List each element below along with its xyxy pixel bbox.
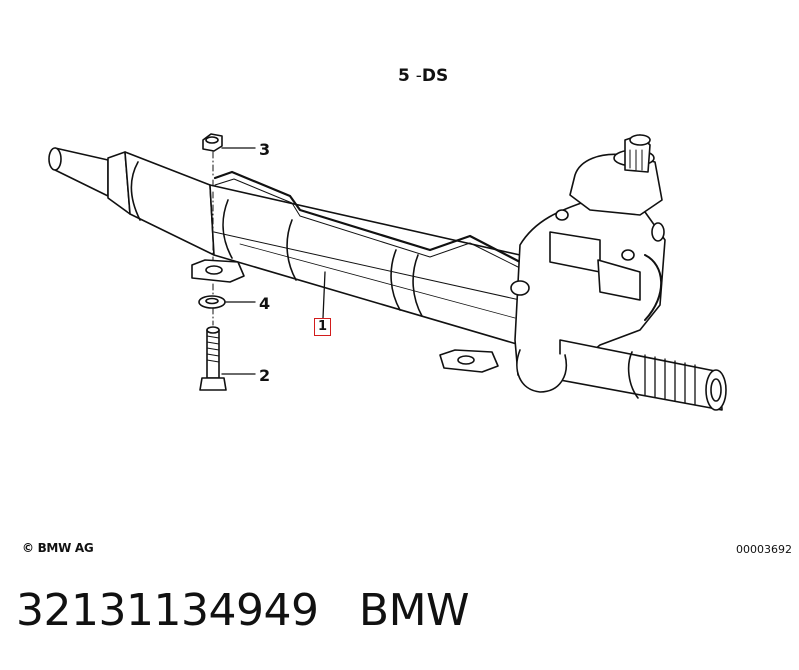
- diagram-title: 5 -DS: [398, 66, 448, 86]
- diagram-title-separator: -: [415, 66, 422, 86]
- washer-part-4: [198, 295, 226, 309]
- left-mount-bracket: [191, 259, 245, 283]
- brand-name: BMW: [358, 585, 470, 636]
- rack-left-end: [54, 147, 109, 197]
- rack-housing-tube: [209, 184, 521, 346]
- part-caption: 32131134949 BMW: [16, 585, 470, 636]
- callout-1: 1: [314, 318, 332, 336]
- drawing-reference-code: 00003692: [736, 543, 792, 556]
- callout-4: 4: [259, 294, 271, 313]
- copyright-notice: © BMW AG: [22, 541, 94, 555]
- diagram-title-number: 5: [398, 66, 410, 86]
- diagram-title-code: DS: [421, 66, 449, 86]
- right-mount-bracket: [439, 349, 499, 373]
- part-number: 32131134949: [16, 585, 319, 636]
- callout-3: 3: [259, 140, 271, 159]
- fluid-line: [213, 170, 522, 264]
- callout-2: 2: [259, 366, 271, 385]
- rack-right-end: [559, 339, 723, 411]
